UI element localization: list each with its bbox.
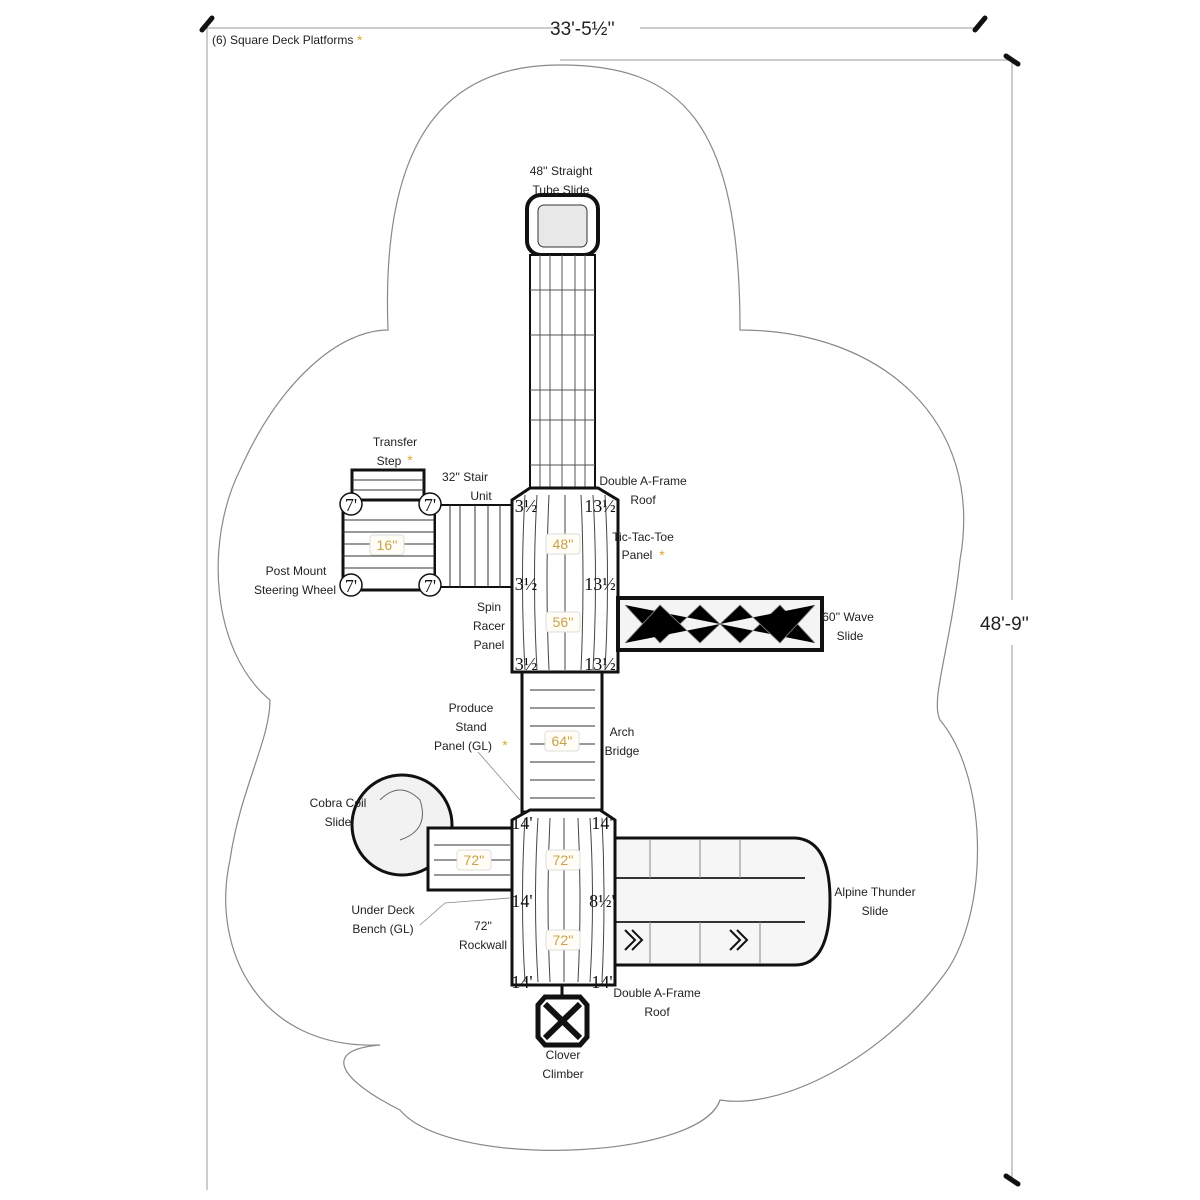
width-dimension: 33'-5½'': [550, 19, 615, 40]
post-label: 14': [591, 972, 612, 992]
post-label: 7': [424, 576, 436, 596]
post-label: 14': [591, 813, 612, 833]
label-clover-climber-2: Climber: [542, 1067, 583, 1081]
height-deck-middle: 56'': [553, 614, 574, 630]
label-clover-climber-1: Clover: [546, 1048, 581, 1062]
label-produce-stand-3: Panel (GL): [434, 739, 492, 753]
label-arch-bridge-2: Bridge: [605, 744, 640, 758]
label-produce-stand-2: Stand: [455, 720, 486, 734]
post-labels: 7' 7' 7' 7' 3½ 13½ 3½ 13½ 3½ 13½ 14' 14'…: [339, 492, 616, 992]
post-label: 14': [511, 891, 532, 911]
label-stair-unit-1: 32'' Stair: [442, 470, 488, 484]
tube-slide: [525, 193, 600, 491]
alpine-thunder-slide: [613, 836, 832, 967]
dimension-lines: [206, 27, 1013, 1190]
post-label: 13½: [584, 574, 616, 594]
height-square-deck: 16'': [377, 537, 398, 553]
star-icon: *: [659, 547, 665, 563]
legend-star-icon: *: [357, 32, 363, 48]
post-label: 3½: [515, 574, 538, 594]
label-tube-slide-2: Tube Slide: [533, 183, 590, 197]
label-wave-slide-1: 60'' Wave: [822, 610, 874, 624]
post-label: 14': [511, 972, 532, 992]
label-tic-tac-toe-1: Tic-Tac-Toe: [612, 530, 674, 544]
label-spin-racer-2: Racer: [473, 619, 505, 633]
label-under-deck-bench-2: Bench (GL): [352, 922, 413, 936]
star-icon: *: [502, 737, 508, 753]
dimension-ticks: [199, 15, 1021, 1187]
label-produce-stand-1: Produce: [449, 701, 494, 715]
height-dimension: 48'-9'': [980, 614, 1029, 635]
label-transfer-step-1: Transfer: [373, 435, 417, 449]
star-icon: *: [407, 452, 413, 468]
leader-lines: [419, 751, 521, 926]
label-alpine-thunder-1: Alpine Thunder: [834, 885, 915, 899]
post-label: 8½': [589, 891, 615, 911]
post-label: 7': [424, 495, 436, 515]
label-stair-unit-2: Unit: [470, 489, 492, 503]
height-slide-deck: 72'': [464, 852, 485, 868]
clover-climber: [535, 985, 590, 1048]
label-arch-bridge-1: Arch: [610, 725, 635, 739]
label-tube-slide-1: 48'' Straight: [530, 164, 593, 178]
post-label: 13½: [584, 654, 616, 674]
label-under-deck-bench-1: Under Deck: [351, 903, 415, 917]
square-deck-16: [341, 468, 437, 592]
label-transfer-step-2: Step: [377, 454, 402, 468]
lower-deck: [510, 808, 617, 987]
label-wave-slide-2: Slide: [837, 629, 864, 643]
post-label: 7': [345, 576, 357, 596]
label-roof-top-1: Double A-Frame: [599, 474, 687, 488]
label-spin-racer-3: Panel: [474, 638, 505, 652]
post-label: 7': [345, 495, 357, 515]
height-bridge: 64'': [552, 733, 573, 749]
height-deck-lower-top: 72'': [553, 852, 574, 868]
label-cobra-coil-2: Slide: [325, 815, 352, 829]
label-roof-bottom-1: Double A-Frame: [613, 986, 701, 1000]
height-deck-upper: 48'': [553, 536, 574, 552]
deck-height-tags: 16'' 48'' 56'' 64'' 72'' 72'' 72'': [369, 533, 581, 951]
label-steering-wheel-1: Post Mount: [266, 564, 327, 578]
legend-text: (6) Square Deck Platforms: [212, 33, 353, 47]
upper-decks: [510, 486, 620, 674]
label-rockwall-2: Rockwall: [459, 938, 507, 952]
component-labels: 48'' Straight Tube Slide Transfer Step *…: [254, 164, 916, 1081]
post-label: 13½: [584, 496, 616, 516]
safety-zone-outline: [217, 64, 979, 1151]
post-label: 14': [511, 813, 532, 833]
post-label: 3½: [515, 496, 538, 516]
label-spin-racer-1: Spin: [477, 600, 501, 614]
label-cobra-coil-1: Cobra Coil: [310, 796, 367, 810]
label-roof-bottom-2: Roof: [644, 1005, 670, 1019]
label-alpine-thunder-2: Slide: [862, 904, 889, 918]
stair-unit: [434, 504, 514, 588]
label-roof-top-2: Roof: [630, 493, 656, 507]
label-rockwall-1: 72'': [474, 919, 492, 933]
label-steering-wheel-2: Steering Wheel: [254, 583, 336, 597]
height-deck-lower-bottom: 72'': [553, 932, 574, 948]
label-tic-tac-toe-2: Panel: [622, 548, 653, 562]
wave-slide: [616, 596, 824, 652]
cobra-coil-slide: [350, 773, 514, 892]
post-label: 3½: [515, 654, 538, 674]
